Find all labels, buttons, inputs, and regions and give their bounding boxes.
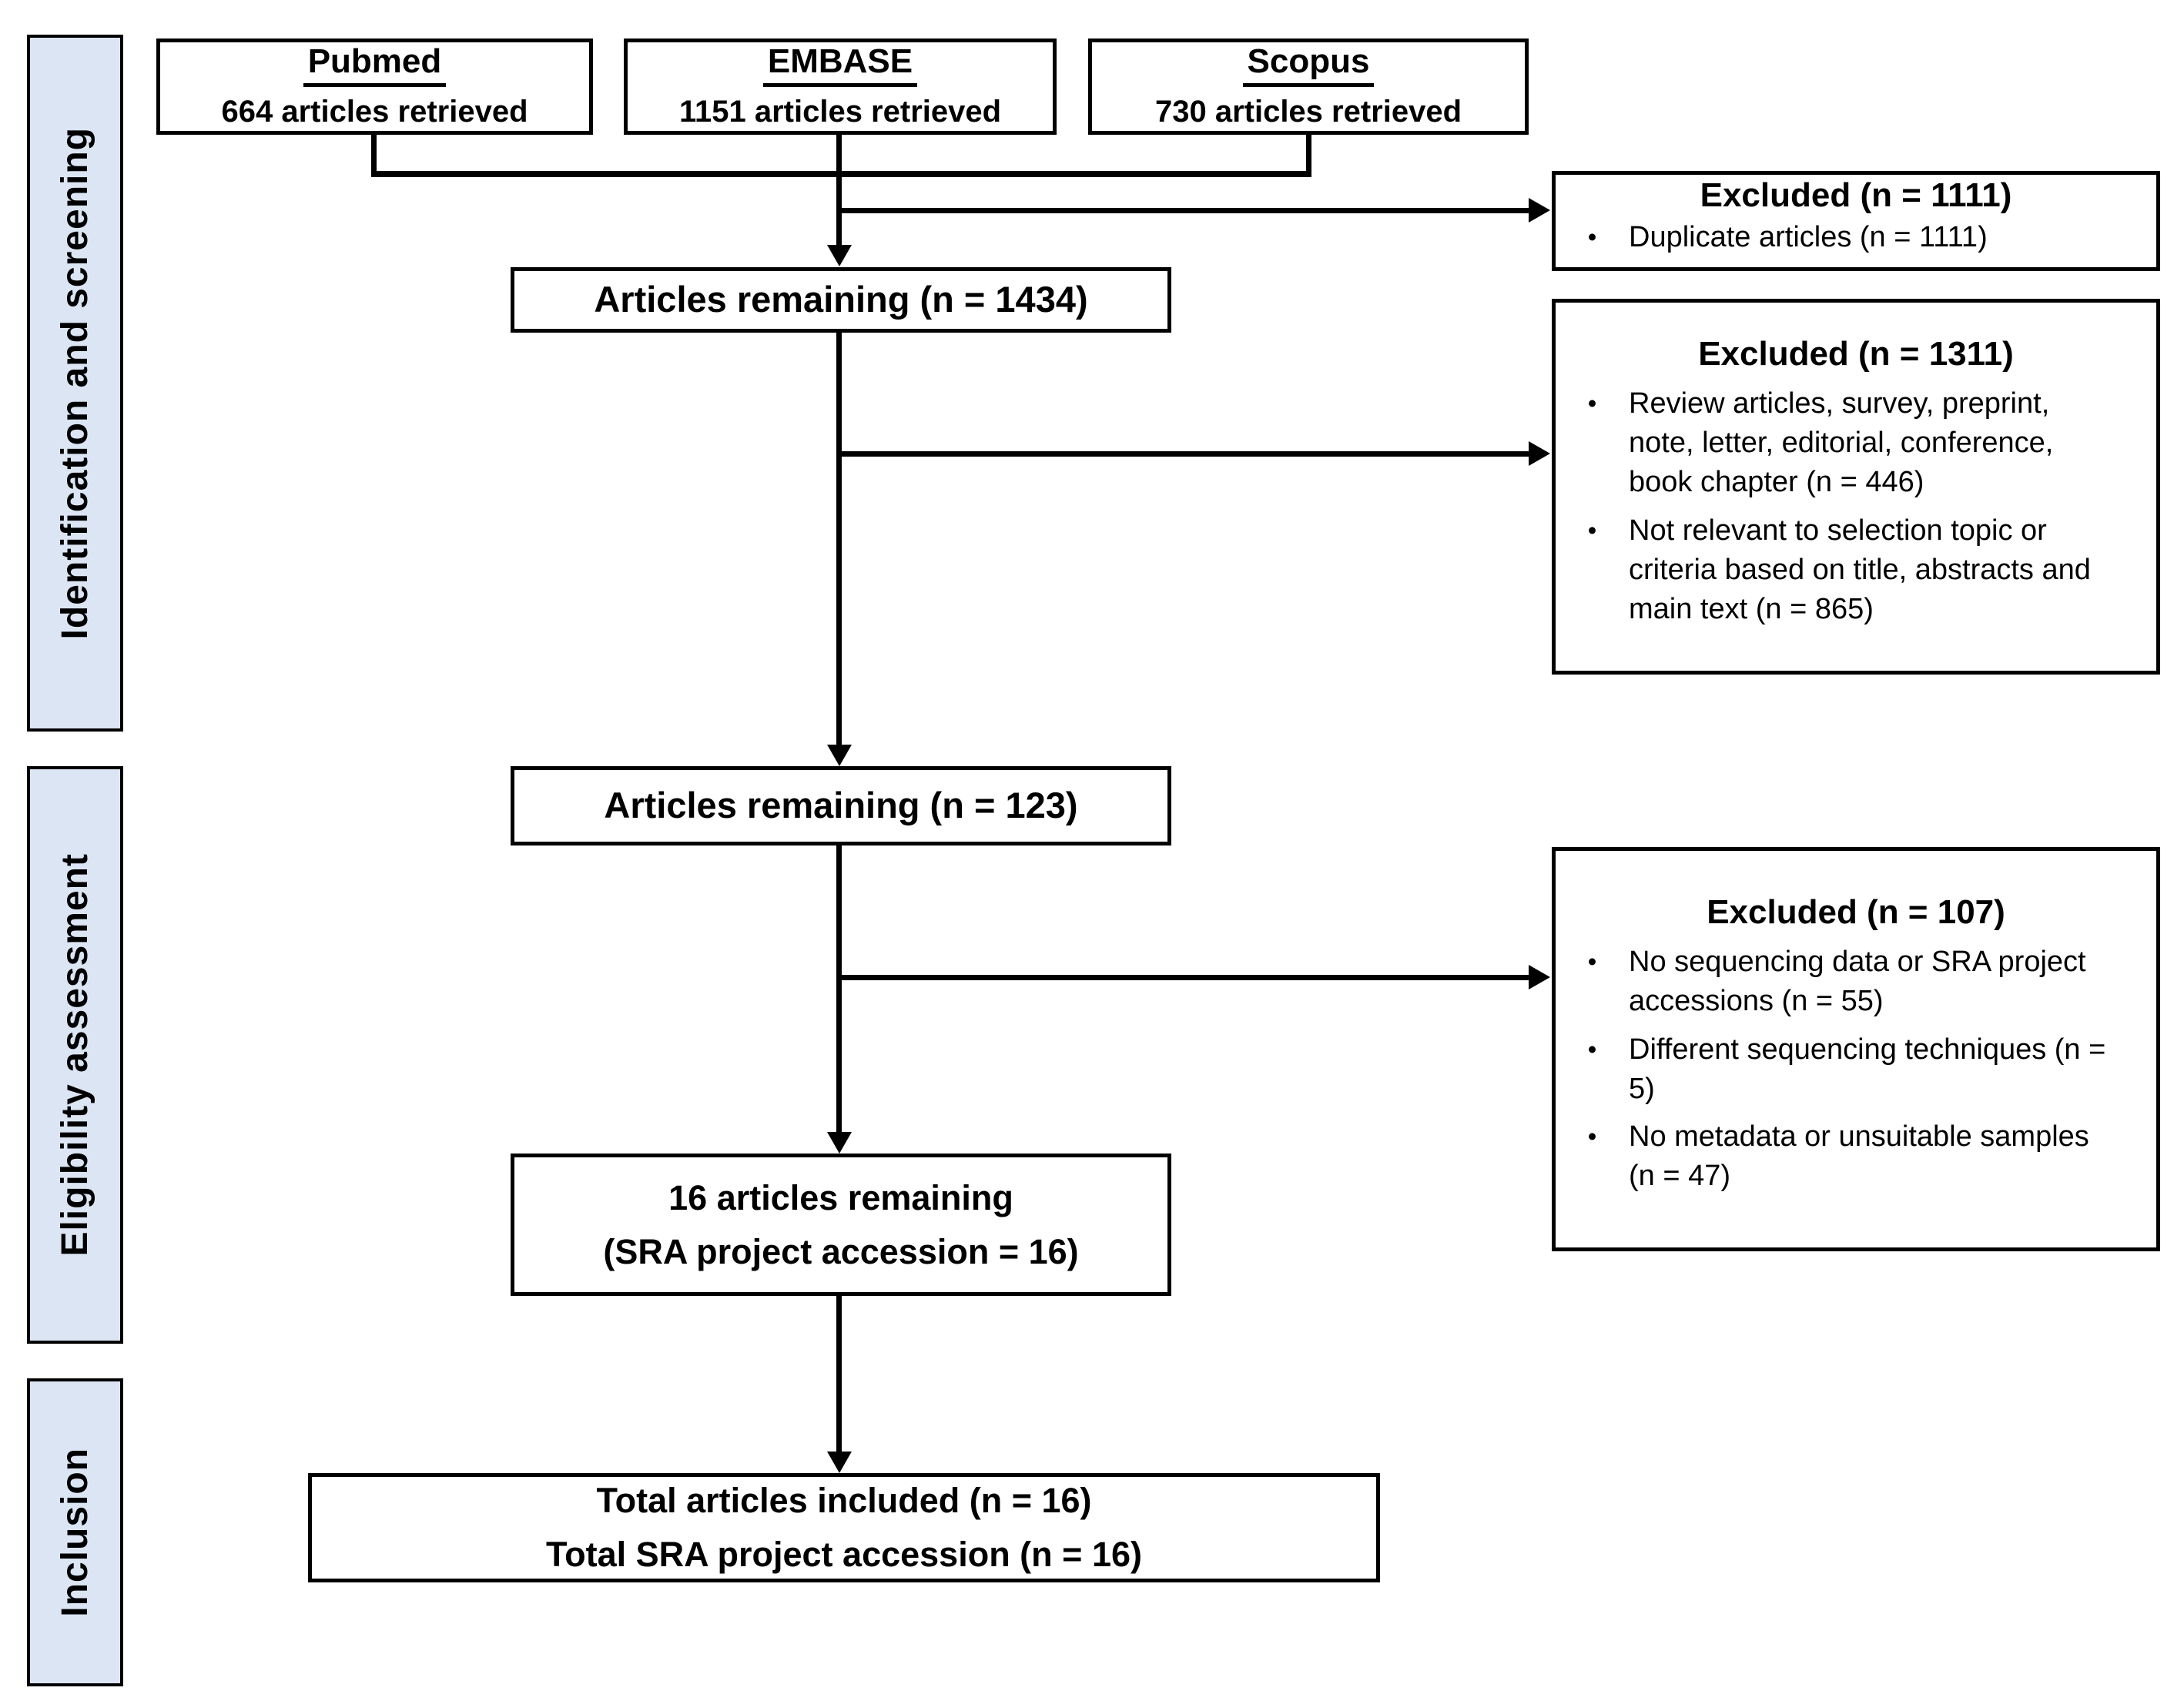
bullet-icon: • (1587, 946, 1597, 976)
excluded-reason-list: • Review articles, survey, preprint, not… (1556, 384, 2156, 638)
arrowhead-right-2 (1529, 441, 1550, 466)
connector-vertical-4 (836, 1296, 842, 1452)
source-title: EMBASE (762, 44, 918, 87)
connector-vertical-2 (836, 333, 842, 745)
stage-eligibility-assessment: Eligibility assessment (27, 766, 123, 1344)
source-count: 730 articles retrieved (1154, 94, 1462, 129)
excluded-reason-item: • Different sequencing techniques (n = 5… (1556, 1030, 2114, 1109)
excluded-reason-text: Duplicate articles (n = 1111) (1629, 220, 1988, 253)
connector-stub-scopus (1306, 133, 1311, 177)
excluded-reason-item: • No metadata or unsuitable samples (n =… (1556, 1117, 2114, 1196)
arrowhead-down-2 (827, 745, 852, 766)
excluded-title: Excluded (n = 107) (1707, 892, 2005, 931)
excluded-box-eligibility: Excluded (n = 107) • No sequencing data … (1552, 847, 2160, 1251)
bullet-icon: • (1587, 1122, 1597, 1151)
excluded-reason-text: Different sequencing techniques (n = 5) (1629, 1033, 2106, 1105)
stage-label: Identification and screening (55, 126, 95, 640)
excluded-title: Excluded (n = 1311) (1698, 335, 2014, 373)
connector-vertical-1 (836, 133, 842, 245)
arrowhead-right-3 (1529, 965, 1550, 989)
source-count: 1151 articles retrieved (678, 94, 1002, 129)
connector-branch-excluded-1 (836, 208, 1529, 213)
source-box-embase: EMBASE 1151 articles retrieved (624, 39, 1057, 135)
flow-box-remaining-123: Articles remaining (n = 123) (511, 766, 1171, 845)
excluded-reason-text: No metadata or unsuitable samples (n = 4… (1629, 1120, 2089, 1193)
excluded-reason-text: Review articles, survey, preprint, note,… (1629, 387, 2054, 499)
source-box-scopus: Scopus 730 articles retrieved (1088, 39, 1529, 135)
flow-box-label: Articles remaining (n = 1434) (594, 279, 1088, 320)
arrowhead-down-1 (827, 245, 852, 266)
flow-box-line-1: 16 articles remaining (668, 1177, 1013, 1217)
stage-label: Inclusion (55, 1448, 95, 1617)
connector-vertical-3 (836, 845, 842, 1132)
flow-box-label: Articles remaining (n = 123) (604, 785, 1078, 826)
bullet-icon: • (1587, 516, 1597, 544)
flow-box-line-2: (SRA project accession = 16) (603, 1231, 1079, 1271)
stage-identification-screening: Identification and screening (27, 35, 123, 732)
bullet-icon: • (1587, 389, 1597, 418)
connector-branch-excluded-3 (836, 975, 1529, 980)
excluded-reason-item: • Duplicate articles (n = 1111) (1556, 218, 2114, 257)
flow-box-line-1: Total articles included (n = 16) (596, 1481, 1092, 1521)
excluded-title: Excluded (n = 1111) (1700, 176, 2012, 214)
bullet-icon: • (1587, 222, 1597, 251)
excluded-box-duplicates: Excluded (n = 1111) • Duplicate articles… (1552, 171, 2160, 271)
excluded-reason-list: • No sequencing data or SRA project acce… (1556, 943, 2156, 1205)
flow-box-remaining-1434: Articles remaining (n = 1434) (511, 267, 1171, 333)
arrowhead-down-3 (827, 1132, 852, 1154)
flow-box-line-2: Total SRA project accession (n = 16) (546, 1535, 1142, 1574)
source-title: Scopus (1242, 44, 1375, 87)
excluded-reason-item: • Review articles, survey, preprint, not… (1556, 384, 2114, 502)
excluded-reason-item: • No sequencing data or SRA project acce… (1556, 943, 2114, 1021)
stage-label: Eligibility assessment (55, 853, 95, 1257)
connector-branch-excluded-2 (836, 451, 1529, 457)
flow-box-total-included: Total articles included (n = 16) Total S… (308, 1473, 1380, 1582)
stage-inclusion: Inclusion (27, 1378, 123, 1686)
arrowhead-right-1 (1529, 198, 1550, 223)
bullet-icon: • (1587, 1034, 1597, 1063)
excluded-box-screening: Excluded (n = 1311) • Review articles, s… (1552, 299, 2160, 675)
excluded-reason-text: Not relevant to selection topic or crite… (1629, 514, 2091, 625)
flow-box-remaining-16: 16 articles remaining (SRA project acces… (511, 1154, 1171, 1296)
source-title: Pubmed (303, 44, 447, 87)
source-box-pubmed: Pubmed 664 articles retrieved (156, 39, 593, 135)
connector-stub-pubmed (371, 133, 377, 177)
excluded-reason-text: No sequencing data or SRA project access… (1629, 945, 2086, 1017)
arrowhead-down-4 (827, 1452, 852, 1473)
excluded-reason-item: • Not relevant to selection topic or cri… (1556, 511, 2114, 629)
excluded-reason-list: • Duplicate articles (n = 1111) (1556, 218, 2156, 266)
source-count: 664 articles retrieved (221, 94, 528, 129)
